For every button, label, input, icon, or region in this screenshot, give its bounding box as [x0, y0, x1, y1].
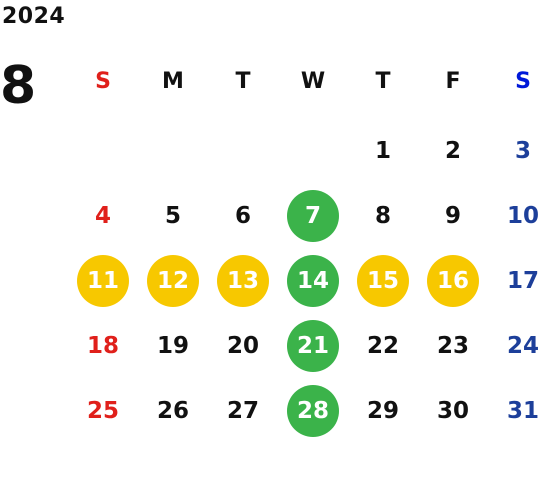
day-10[interactable]: 10 — [506, 203, 539, 229]
day-31[interactable]: 31 — [506, 398, 539, 424]
day-11-yellow-marked[interactable]: 11 — [77, 255, 129, 307]
weekday-header-tuesday: T — [235, 68, 251, 94]
day-6[interactable]: 6 — [234, 203, 251, 229]
day-9[interactable]: 9 — [444, 203, 461, 229]
day-22[interactable]: 22 — [366, 333, 399, 359]
weekday-header-thursday: T — [375, 68, 391, 94]
day-26[interactable]: 26 — [156, 398, 189, 424]
month-number: 8 — [0, 56, 37, 116]
day-4[interactable]: 4 — [94, 203, 111, 229]
day-13-yellow-marked[interactable]: 13 — [217, 255, 269, 307]
weekday-header-monday: M — [162, 68, 184, 94]
day-19[interactable]: 19 — [156, 333, 189, 359]
day-17[interactable]: 17 — [506, 268, 539, 294]
day-21-green-marked[interactable]: 21 — [287, 320, 339, 372]
day-8[interactable]: 8 — [374, 203, 391, 229]
day-15-yellow-marked[interactable]: 15 — [357, 255, 409, 307]
day-27[interactable]: 27 — [226, 398, 259, 424]
day-7-green-marked[interactable]: 7 — [287, 190, 339, 242]
day-30[interactable]: 30 — [436, 398, 469, 424]
day-2[interactable]: 2 — [444, 138, 461, 164]
day-14-green-marked[interactable]: 14 — [287, 255, 339, 307]
day-24[interactable]: 24 — [506, 333, 539, 359]
weekday-header-saturday: S — [515, 68, 531, 94]
day-12-yellow-marked[interactable]: 12 — [147, 255, 199, 307]
day-3[interactable]: 3 — [514, 138, 531, 164]
day-25[interactable]: 25 — [86, 398, 119, 424]
day-28-green-marked[interactable]: 28 — [287, 385, 339, 437]
year-label: 2024 — [2, 4, 66, 29]
day-20[interactable]: 20 — [226, 333, 259, 359]
day-18[interactable]: 18 — [86, 333, 119, 359]
day-5[interactable]: 5 — [164, 203, 181, 229]
day-29[interactable]: 29 — [366, 398, 399, 424]
day-16-yellow-marked[interactable]: 16 — [427, 255, 479, 307]
weekday-header-wednesday: W — [300, 68, 326, 94]
weekday-header-sunday: S — [95, 68, 111, 94]
day-1[interactable]: 1 — [374, 138, 391, 164]
day-23[interactable]: 23 — [436, 333, 469, 359]
weekday-header-friday: F — [445, 68, 461, 94]
